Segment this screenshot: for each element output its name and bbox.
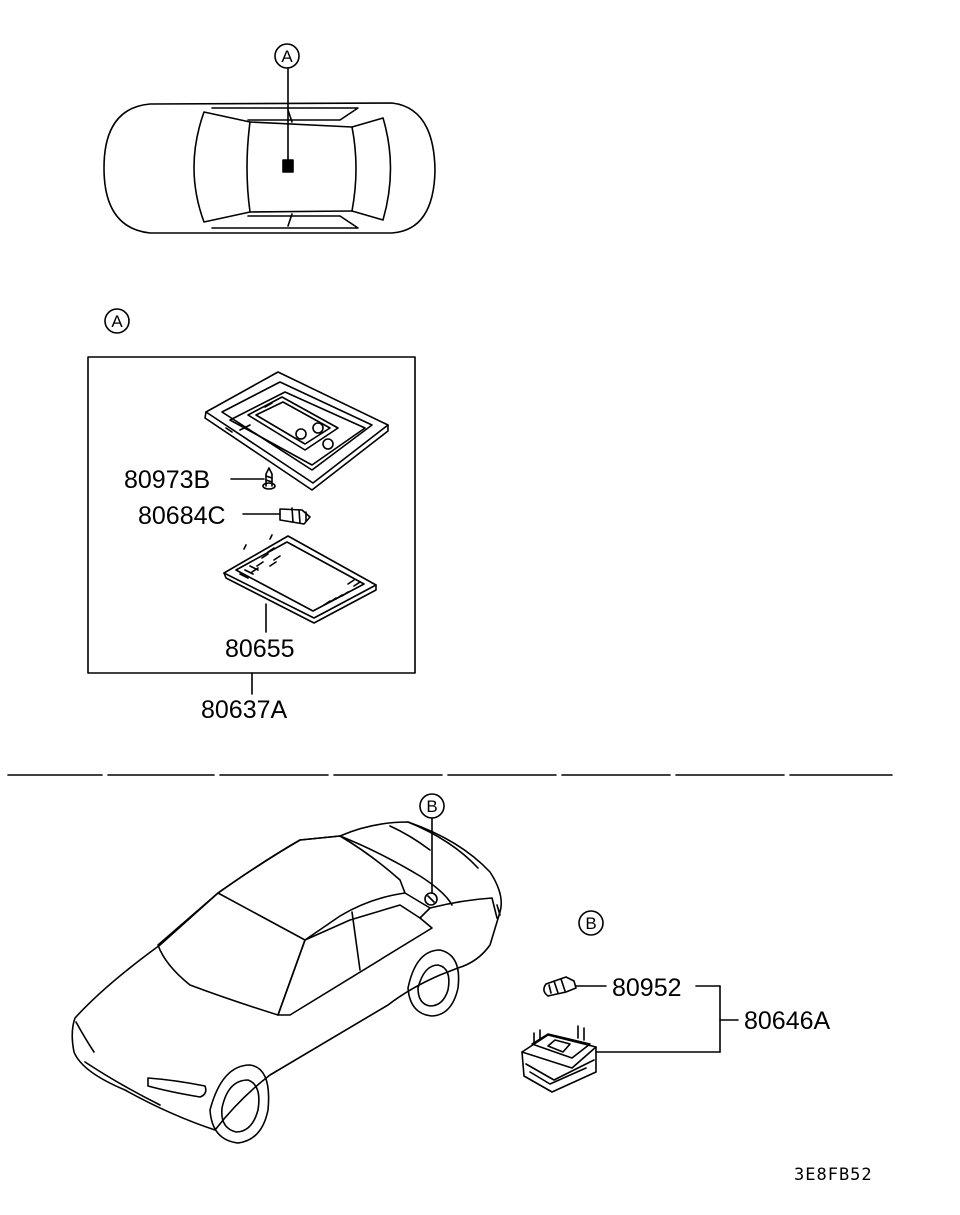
part-number-80973b: 80973B <box>124 466 210 494</box>
lamp-position-marker <box>282 159 294 173</box>
callout-circle-a-top <box>274 43 300 69</box>
bulb-room-icon <box>279 507 311 525</box>
bulb-trunk-icon <box>543 976 577 997</box>
trunk-lamp-location-icon <box>424 892 438 906</box>
room-lamp-housing <box>204 371 389 491</box>
callout-circle-b-car <box>419 793 445 819</box>
car-perspective-view: B <box>71 793 503 1144</box>
callout-a-top: A <box>281 47 293 66</box>
car-top-view: A <box>103 43 436 234</box>
screw-icon <box>262 467 276 490</box>
part-number-80952: 80952 <box>612 974 682 1002</box>
part-number-80655: 80655 <box>225 635 295 663</box>
drawing-code: 3E8FB52 <box>794 1165 873 1185</box>
callout-circle-b-detail <box>578 910 604 936</box>
lens-icon <box>223 534 377 624</box>
callout-a-detail: A <box>111 312 123 331</box>
part-number-80637a: 80637A <box>201 696 288 724</box>
part-number-80646a: 80646A <box>744 1007 831 1035</box>
callout-b-detail: B <box>585 914 596 933</box>
trunk-lamp-housing-icon <box>521 1025 597 1093</box>
callout-circle-a-detail <box>104 308 130 334</box>
part-number-80684c: 80684C <box>138 502 226 530</box>
callout-b-car: B <box>426 797 437 816</box>
detail-a: A 80973B <box>87 308 416 724</box>
detail-b: B 80952 80646A <box>521 910 831 1093</box>
